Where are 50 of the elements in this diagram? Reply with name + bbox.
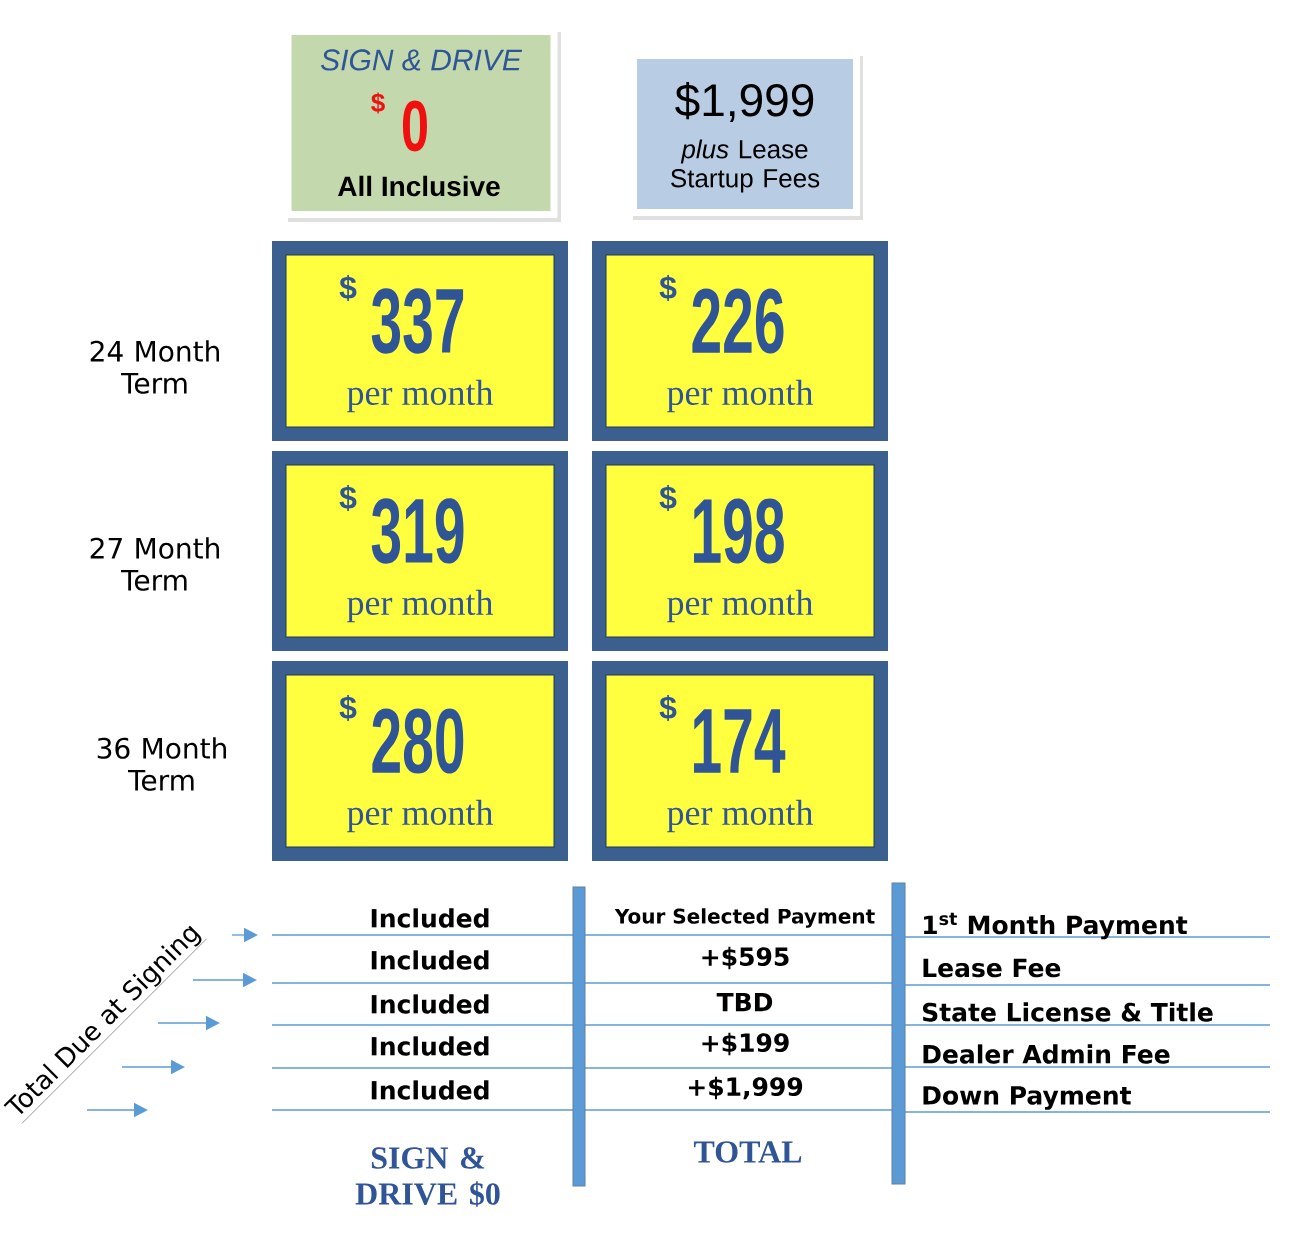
table-cell: 1$^{st}$ Month Payment [924,912,1188,940]
price-caption: per month [667,799,814,833]
card-caption: plus Lease Startup Fees [671,139,820,193]
row-label: 36 Month Term [97,737,226,791]
column-footer: SIGN & DRIVE $0 [355,1147,500,1207]
dollar-sign: $ [659,694,677,722]
table-cell: Included [371,908,489,928]
table-cell: +$199 [702,1032,789,1056]
row-label: 27 Month Term [90,537,219,591]
price-caption: per month [347,589,494,623]
price-amount: 226 [692,288,784,354]
price-caption: per month [667,589,814,623]
price-box [592,661,888,861]
price-amount: 337 [371,288,464,354]
table-cell: Included [371,950,489,970]
price-amount: 280 [372,708,464,774]
table-cell: State License & Title [923,1002,1213,1022]
dollar-sign: $ [659,274,677,302]
table-cell: Included [371,1080,489,1100]
table-cell: +$595 [702,946,789,970]
dollar-sign: $ [339,274,357,302]
table-cell: TBD [716,992,773,1012]
card-caption: All Inclusive [338,175,500,197]
price-amount: 174 [694,709,786,773]
table-cell: Lease Fee [923,958,1061,978]
price-amount: 319 [371,498,464,564]
card-heading: SIGN & DRIVE [321,49,523,71]
table-cell: Included [371,1036,489,1056]
price-box [272,451,568,651]
card-price: $1,999 [675,82,814,122]
dollar-sign: $ [339,484,357,512]
price-caption: per month [347,379,494,413]
dollar-sign: $ [659,484,677,512]
table-cell: Included [371,994,489,1014]
column-footer: TOTAL [693,1141,802,1163]
table-cell: Your Selected Payment [614,908,875,928]
price-box [592,241,888,441]
table-cell: +$1,999 [688,1076,803,1100]
table-cell: Dealer Admin Fee [923,1044,1170,1064]
row-label: 24 Month Term [90,340,219,394]
price-amount: 0 [403,100,427,152]
dollar-sign: $ [339,694,357,722]
price-box [272,661,568,861]
table-cell: Down Payment [923,1086,1131,1110]
price-amount: 198 [694,498,784,564]
price-caption: per month [667,379,814,413]
price-box [272,241,568,441]
price-box [592,451,888,651]
price-caption: per month [347,799,494,833]
dollar-sign: $ [371,92,385,114]
